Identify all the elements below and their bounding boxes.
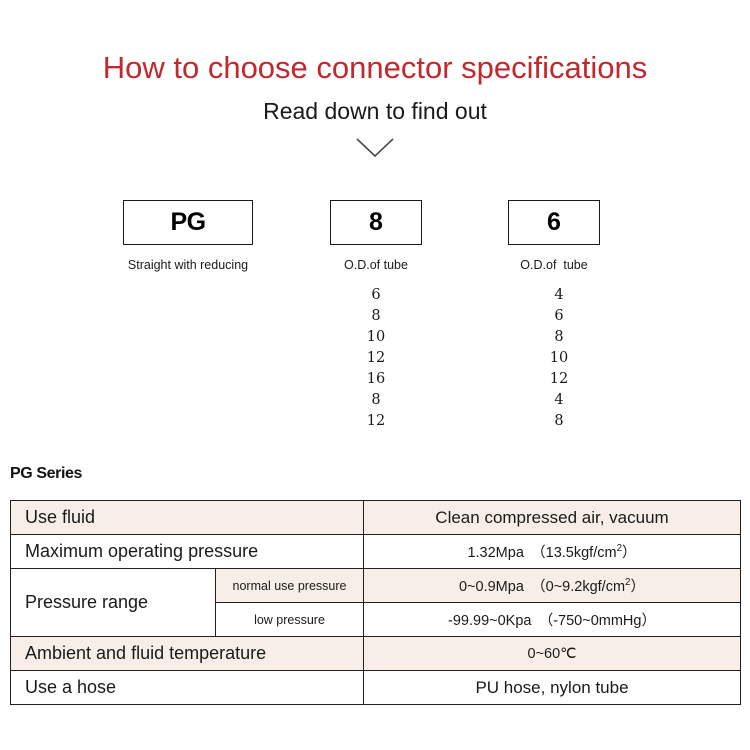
value-main: 0~0.9Mpa (458, 579, 524, 595)
option-column-od-tube-2: 4 6 8 10 12 4 8 (529, 285, 589, 432)
row-sublabel-low-pressure: low pressure (215, 602, 364, 637)
spec-box-label-od-tube-1: O.D.of tube (344, 258, 408, 272)
spec-box-od-tube-1[interactable]: 8 (330, 200, 422, 245)
table-row: Ambient and fluid temperature 0~60℃ (10, 636, 741, 671)
list-item[interactable]: 12 (366, 413, 386, 429)
spec-box-series[interactable]: PG (123, 200, 253, 245)
row-value-use-fluid: Clean compressed air, vacuum (363, 500, 741, 535)
value-close: ） (622, 545, 637, 561)
row-sublabel-normal-use-pressure: normal use pressure (215, 568, 364, 603)
value-paren: （0~9.2kgf/cm (538, 579, 626, 595)
list-item[interactable]: 6 (371, 287, 381, 303)
list-item[interactable]: 12 (366, 350, 386, 366)
value-superscript: 2 (616, 543, 623, 555)
table-row: Maximum operating pressure 1.32Mpa （13.5… (10, 534, 741, 569)
row-label-use-a-hose: Use a hose (10, 670, 364, 705)
list-item[interactable]: 8 (554, 329, 564, 345)
page-title: How to choose connector specifications (102, 50, 648, 85)
list-item[interactable]: 4 (554, 287, 564, 303)
row-value-max-pressure: 1.32Mpa （13.5kgf/cm2） (363, 534, 741, 569)
page-subtitle: Read down to find out (263, 98, 487, 124)
row-label-ambient-temperature: Ambient and fluid temperature (10, 636, 364, 671)
row-value-low-pressure: -99.99~0Kpa （-750~0mmHg） (363, 602, 741, 637)
row-label-use-fluid: Use fluid (10, 500, 364, 535)
row-value-normal-use-pressure: 0~0.9Mpa （0~9.2kgf/cm2） (363, 568, 741, 603)
spec-box-label-series: Straight with reducing (127, 258, 249, 272)
spec-table: Use fluid Clean compressed air, vacuum M… (10, 500, 741, 705)
spec-box-od-tube-2[interactable]: 6 (508, 200, 600, 245)
list-item[interactable]: 12 (549, 371, 569, 387)
table-row: Use a hose PU hose, nylon tube (10, 670, 741, 705)
row-label-pressure-range: Pressure range (10, 568, 216, 637)
list-item[interactable]: 10 (366, 329, 386, 345)
list-item[interactable]: 8 (554, 413, 564, 429)
section-heading: PG Series (10, 465, 83, 482)
list-item[interactable]: 10 (549, 350, 569, 366)
table-row: Pressure range normal use pressure 0~0.9… (10, 568, 741, 637)
value-superscript: 2 (625, 577, 631, 589)
row-value-ambient-temperature: 0~60℃ (363, 636, 741, 671)
list-item[interactable]: 8 (371, 392, 381, 408)
value-close: ） (630, 579, 646, 595)
row-label-max-pressure: Maximum operating pressure (10, 534, 364, 569)
row-value-use-a-hose: PU hose, nylon tube (363, 670, 741, 705)
list-item[interactable]: 8 (371, 308, 381, 324)
list-item[interactable]: 16 (366, 371, 386, 387)
table-row: Use fluid Clean compressed air, vacuum (10, 500, 741, 535)
spec-box-label-od-tube-2: O.D.of tube (520, 258, 588, 272)
chevron-down-icon (355, 136, 395, 162)
list-item[interactable]: 4 (554, 392, 564, 408)
value-main: 1.32Mpa (467, 545, 524, 561)
option-column-od-tube-1: 6 8 10 12 16 8 12 (346, 285, 406, 432)
list-item[interactable]: 6 (554, 308, 564, 324)
value-paren: （13.5kgf/cm (538, 545, 617, 561)
